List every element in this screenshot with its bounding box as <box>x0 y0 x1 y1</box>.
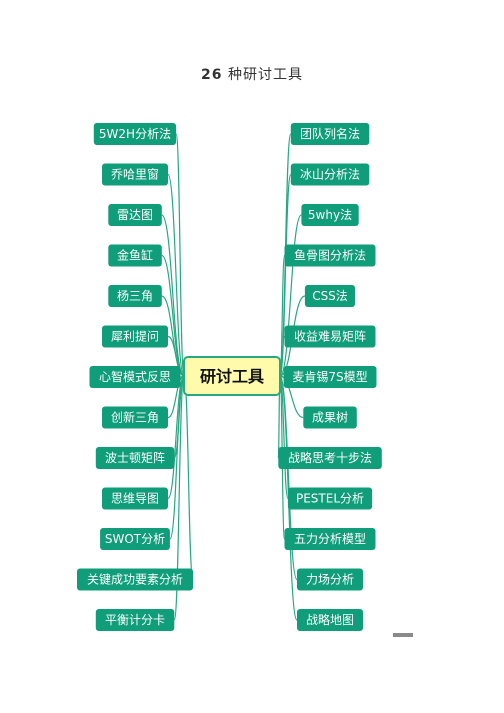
right-branch-node[interactable]: 5why法 <box>301 204 359 226</box>
right-branch-node[interactable]: 战略思考十步法 <box>278 447 382 469</box>
right-branch-box <box>290 163 370 186</box>
title-number: 26 <box>201 67 223 83</box>
right-branch-node[interactable]: 团队列名法 <box>290 123 370 145</box>
left-branch-link <box>173 375 185 621</box>
left-branch-box <box>93 123 177 145</box>
right-branch-label: 麦肯锡7S模型 <box>292 369 367 384</box>
right-branch-box <box>301 204 359 226</box>
left-branch-label: 心智模式反思 <box>99 369 171 384</box>
left-branch-link <box>167 335 185 377</box>
left-branch-box <box>102 487 168 510</box>
right-branch-label: 战略思考十步法 <box>288 450 372 465</box>
right-branch-label: 5why法 <box>308 208 352 222</box>
right-branch-node[interactable]: 冰山分析法 <box>290 163 370 186</box>
right-branch-box <box>284 528 376 550</box>
right-branch-label: 收益难易矩阵 <box>294 330 366 344</box>
page-title: 26 种研讨工具 <box>0 64 504 84</box>
right-branch-label: 力场分析 <box>306 573 354 587</box>
left-branch-node[interactable]: 创新三角 <box>102 406 168 429</box>
left-branch-link <box>183 375 194 581</box>
right-branch-label: CSS法 <box>312 289 348 303</box>
right-branch-box <box>287 487 373 510</box>
right-branch-label: 冰山分析法 <box>300 168 360 182</box>
center-node-box <box>183 356 281 396</box>
left-branch-node[interactable]: 乔哈里窗 <box>102 163 168 186</box>
left-branch-link <box>169 375 185 540</box>
left-branch-link <box>175 133 185 377</box>
left-branch-label: SWOT分析 <box>105 532 165 546</box>
right-branch-label: PESTEL分析 <box>296 492 364 506</box>
center-node[interactable]: 研讨工具 <box>183 356 281 396</box>
left-branch-node[interactable]: 金鱼缸 <box>108 244 162 267</box>
right-branch-node[interactable]: PESTEL分析 <box>287 487 373 510</box>
right-branch-node[interactable]: 战略地图 <box>297 609 363 631</box>
left-branch-node[interactable]: 杨三角 <box>108 285 162 307</box>
left-branch-label: 关键成功要素分析 <box>87 573 183 587</box>
left-branch-label: 创新三角 <box>111 410 159 425</box>
right-branch-box <box>283 366 377 388</box>
right-branch-label: 成果树 <box>312 410 348 425</box>
left-branch-node[interactable]: 5W2H分析法 <box>93 123 177 145</box>
left-branch-node[interactable]: 犀利提问 <box>102 325 168 348</box>
right-branch-box <box>297 568 363 591</box>
right-branch-box <box>284 244 376 267</box>
left-branch-node[interactable]: 思维导图 <box>102 487 168 510</box>
right-branch-node[interactable]: 五力分析模型 <box>284 528 376 550</box>
right-branch-link <box>279 375 289 500</box>
right-branch-node[interactable]: 收益难易矩阵 <box>284 325 376 348</box>
right-branch-box <box>303 406 357 429</box>
right-branch-node[interactable]: 力场分析 <box>297 568 363 591</box>
right-branch-link <box>279 214 302 377</box>
left-branch-label: 杨三角 <box>117 288 153 303</box>
left-branch-label: 平衡计分卡 <box>105 613 165 627</box>
left-branch-label: 金鱼缸 <box>117 248 153 263</box>
left-branch-box <box>108 204 162 226</box>
left-branch-node[interactable]: 雷达图 <box>108 204 162 226</box>
right-branch-box <box>278 447 382 469</box>
right-branch-link <box>279 375 304 419</box>
right-branch-node[interactable]: 成果树 <box>303 406 357 429</box>
left-branch-node[interactable]: 关键成功要素分析 <box>77 568 193 591</box>
left-branch-box <box>95 609 175 631</box>
left-branch-label: 犀利提问 <box>111 329 159 344</box>
left-branch-box <box>108 285 162 307</box>
left-branch-box <box>102 406 168 429</box>
left-branch-node[interactable]: 平衡计分卡 <box>95 609 175 631</box>
left-branch-box <box>95 447 175 469</box>
left-branch-node[interactable]: SWOT分析 <box>100 528 170 550</box>
center-node-label: 研讨工具 <box>200 367 264 386</box>
left-branch-label: 雷达图 <box>117 208 153 222</box>
right-branch-label: 五力分析模型 <box>294 532 366 546</box>
title-text: 种研讨工具 <box>227 67 303 83</box>
right-branch-box <box>290 123 370 145</box>
left-branch-box <box>108 244 162 267</box>
left-branch-box <box>89 366 181 388</box>
right-branch-box <box>297 609 363 631</box>
left-branch-node[interactable]: 心智模式反思 <box>89 366 181 388</box>
right-branch-label: 战略地图 <box>306 612 354 627</box>
corner-mark <box>393 633 413 637</box>
left-branch-box <box>100 528 170 550</box>
left-branch-label: 思维导图 <box>111 492 159 506</box>
left-branch-box <box>102 163 168 186</box>
left-branch-label: 乔哈里窗 <box>111 168 159 182</box>
left-branch-box <box>77 568 193 591</box>
right-branch-box <box>284 325 376 348</box>
right-branch-node[interactable]: CSS法 <box>304 285 355 307</box>
right-branch-box <box>304 285 355 307</box>
left-branch-label: 5W2H分析法 <box>99 127 171 141</box>
nodes-layer: 5W2H分析法乔哈里窗雷达图金鱼缸杨三角犀利提问心智模式反思创新三角波士顿矩阵思… <box>77 123 382 631</box>
right-branch-label: 鱼骨图分析法 <box>294 249 366 263</box>
right-branch-node[interactable]: 鱼骨图分析法 <box>284 244 376 267</box>
right-branch-node[interactable]: 麦肯锡7S模型 <box>283 366 377 388</box>
right-branch-label: 团队列名法 <box>300 126 360 141</box>
left-branch-label: 波士顿矩阵 <box>105 451 165 465</box>
left-branch-box <box>102 325 168 348</box>
left-branch-link <box>167 173 185 377</box>
left-branch-node[interactable]: 波士顿矩阵 <box>95 447 175 469</box>
